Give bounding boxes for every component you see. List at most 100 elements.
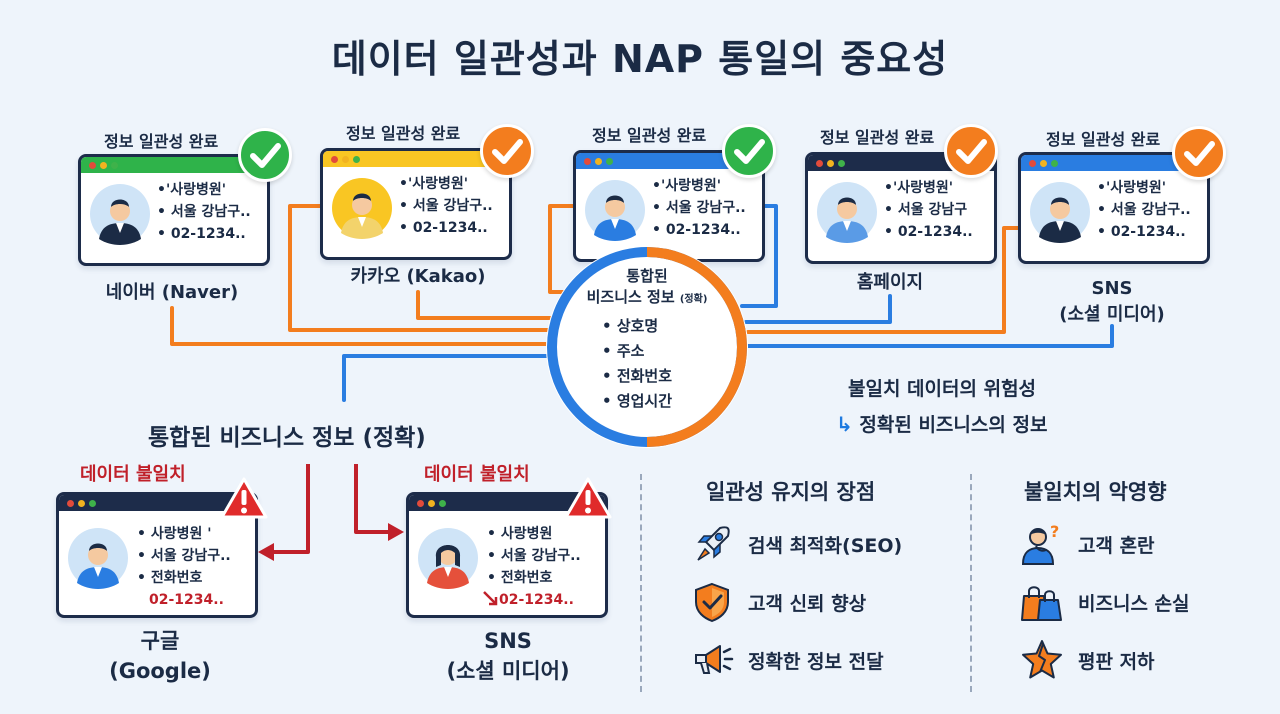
listing-line: •'사랑병원' bbox=[399, 176, 469, 192]
listing-line: • 02-1234.. bbox=[884, 224, 973, 240]
harm-item-reputation: 평판 저하 bbox=[1020, 638, 1155, 682]
listing-line: • 전화번호 bbox=[487, 570, 553, 586]
hub-item: • 전화번호 bbox=[602, 367, 673, 385]
listing-info: •'사랑병원' • 서울 강남구.. • 02-1234.. bbox=[652, 175, 746, 241]
arrow-head-sns bbox=[388, 523, 404, 541]
risk-subtitle: ↳ 정확된 비즈니스의 정보 bbox=[836, 412, 1048, 436]
consistency-status-label: 정보 일관성 완료 bbox=[346, 124, 461, 143]
listing-line: • 02-1234.. bbox=[399, 220, 488, 236]
line-integrated bbox=[342, 354, 554, 402]
listing-line: • 서울 강남구.. bbox=[399, 198, 493, 214]
shopping-bags-icon bbox=[1020, 580, 1064, 624]
listing-line: •'사랑병원' bbox=[652, 178, 722, 194]
data-mismatch-label: 데이터 불일치 bbox=[424, 464, 530, 485]
harm-item-confusion: ? 고객 혼란 bbox=[1020, 522, 1155, 566]
risk-title: 불일치 데이터의 위험성 bbox=[848, 378, 1037, 400]
checkmark-icon bbox=[944, 124, 998, 178]
arrow-head-google bbox=[258, 543, 274, 561]
benefit-item-accurate-info: 정확한 정보 전달 bbox=[690, 638, 884, 682]
harms-title: 불일치의 악영향 bbox=[1024, 480, 1167, 504]
listing-line: • 서울 강남구.. bbox=[487, 548, 581, 564]
hub-title-line2: 비즈니스 정보 (정확) bbox=[586, 288, 708, 306]
red-arrow-icon bbox=[481, 589, 501, 609]
platform-name: 홈페이지 bbox=[856, 272, 924, 293]
listing-line: • 전화번호 bbox=[137, 570, 203, 586]
card-title-bar bbox=[59, 495, 255, 511]
listing-line: •'사랑병원' bbox=[1097, 180, 1167, 196]
integrated-info-hub: 통합된 비즈니스 정보 (정확) • 상호명 • 주소 • 전화번호 • 영업시… bbox=[546, 246, 748, 448]
avatar bbox=[89, 183, 151, 245]
line-homepage bbox=[744, 294, 892, 324]
hub-item: • 주소 bbox=[602, 342, 645, 360]
arrow-to-google bbox=[270, 464, 310, 554]
line-sns-left bbox=[746, 226, 1022, 334]
hub-title-line1: 통합된 bbox=[626, 267, 668, 285]
broken-star-icon bbox=[1020, 638, 1064, 682]
mismatched-listing-card: • 사랑병원 ' • 서울 강남구.. • 전화번호 02-1234.. bbox=[56, 492, 258, 618]
avatar bbox=[584, 179, 646, 241]
benefits-title: 일관성 유지의 장점 bbox=[706, 480, 876, 504]
integrated-info-label: 통합된 비즈니스 정보 (정확) bbox=[148, 425, 426, 451]
card-title-bar bbox=[409, 495, 605, 511]
avatar bbox=[67, 527, 129, 589]
listing-info: •'사랑병원'• 서울 강남구..• 02-1234.. bbox=[1097, 177, 1191, 243]
card-title-bar bbox=[1021, 155, 1207, 171]
consistency-status-label: 정보 일관성 완료 bbox=[104, 132, 219, 151]
listing-line: • 사랑병원 ' bbox=[137, 526, 212, 542]
line-sns-bottom bbox=[746, 324, 1114, 348]
listing-line: • 02-1234.. bbox=[652, 222, 741, 238]
line-kakao-bottom bbox=[416, 290, 562, 320]
platform-name: 카카오 (Kakao) bbox=[350, 266, 486, 287]
listing-line: • 서울 강남구.. bbox=[157, 204, 251, 220]
page-title: 데이터 일관성과 NAP 통일의 중요성 bbox=[331, 37, 949, 81]
card-title-bar bbox=[576, 153, 762, 169]
hub-item-list: • 상호명 • 주소 • 전화번호 • 영업시간 bbox=[602, 314, 748, 414]
mismatched-phone: 02-1234.. bbox=[149, 592, 224, 608]
listing-info: •'사랑병원' • 서울 강남구 • 02-1234.. bbox=[884, 177, 973, 243]
platform-listing-card: •'사랑병원'• 서울 강남구..• 02-1234.. bbox=[78, 154, 270, 266]
hub-item: • 상호명 bbox=[602, 317, 659, 335]
avatar bbox=[331, 177, 393, 239]
consistency-status-label: 정보 일관성 완료 bbox=[592, 126, 707, 145]
platform-name: SNS(소셜 미디어) bbox=[446, 629, 570, 683]
platform-name: 구글(Google) bbox=[109, 629, 211, 683]
platform-listing-card: •'사랑병원'• 서울 강남구..• 02-1234.. bbox=[1018, 152, 1210, 264]
mismatched-phone: 02-1234.. bbox=[499, 592, 574, 608]
listing-info: • 사랑병원 • 서울 강남구.. • 전화번호 02-1234.. bbox=[487, 523, 581, 611]
harm-item-loss: 비즈니스 손실 bbox=[1020, 580, 1190, 624]
avatar bbox=[417, 527, 479, 589]
listing-info: •'사랑병원'• 서울 강남구..• 02-1234.. bbox=[157, 179, 251, 245]
line-kakao-left bbox=[288, 204, 552, 332]
checkmark-icon bbox=[1172, 126, 1226, 180]
corner-arrow-icon: ↳ bbox=[836, 412, 853, 436]
benefit-item-seo: 검색 최적화(SEO) bbox=[690, 522, 902, 566]
hub-ring bbox=[547, 247, 747, 447]
consistency-status-label: 정보 일관성 완료 bbox=[1046, 130, 1161, 149]
listing-line: • 사랑병원 bbox=[487, 526, 553, 542]
line-naver bbox=[170, 306, 552, 346]
platform-name: SNS(소셜 미디어) bbox=[1059, 278, 1165, 325]
checkmark-icon bbox=[238, 128, 292, 182]
listing-line: • 서울 강남구 bbox=[884, 202, 968, 218]
listing-info: •'사랑병원' • 서울 강남구.. • 02-1234.. bbox=[399, 173, 493, 239]
card-title-bar bbox=[323, 151, 509, 167]
listing-line: • 서울 강남구.. bbox=[137, 548, 231, 564]
checkmark-icon bbox=[480, 124, 534, 178]
svg-text:?: ? bbox=[1050, 522, 1059, 541]
benefit-item-trust: 고객 신뢰 향상 bbox=[690, 580, 866, 624]
mismatched-listing-card: • 사랑병원 • 서울 강남구.. • 전화번호 02-1234.. bbox=[406, 492, 608, 618]
listing-line: •'사랑병원' bbox=[157, 182, 227, 198]
section-divider bbox=[640, 474, 642, 692]
card-title-bar bbox=[81, 157, 267, 173]
listing-info: • 사랑병원 ' • 서울 강남구.. • 전화번호 02-1234.. bbox=[137, 523, 231, 611]
listing-line: • 서울 강남구.. bbox=[652, 200, 746, 216]
platform-listing-card: •'사랑병원' • 서울 강남구.. • 02-1234.. bbox=[320, 148, 512, 260]
megaphone-icon bbox=[690, 638, 734, 682]
avatar bbox=[1029, 181, 1091, 243]
listing-line: •'사랑병원' bbox=[884, 180, 954, 196]
avatar bbox=[816, 181, 878, 243]
hub-item: • 영업시간 bbox=[602, 392, 673, 410]
data-mismatch-label: 데이터 불일치 bbox=[80, 464, 186, 485]
section-divider bbox=[970, 474, 972, 692]
